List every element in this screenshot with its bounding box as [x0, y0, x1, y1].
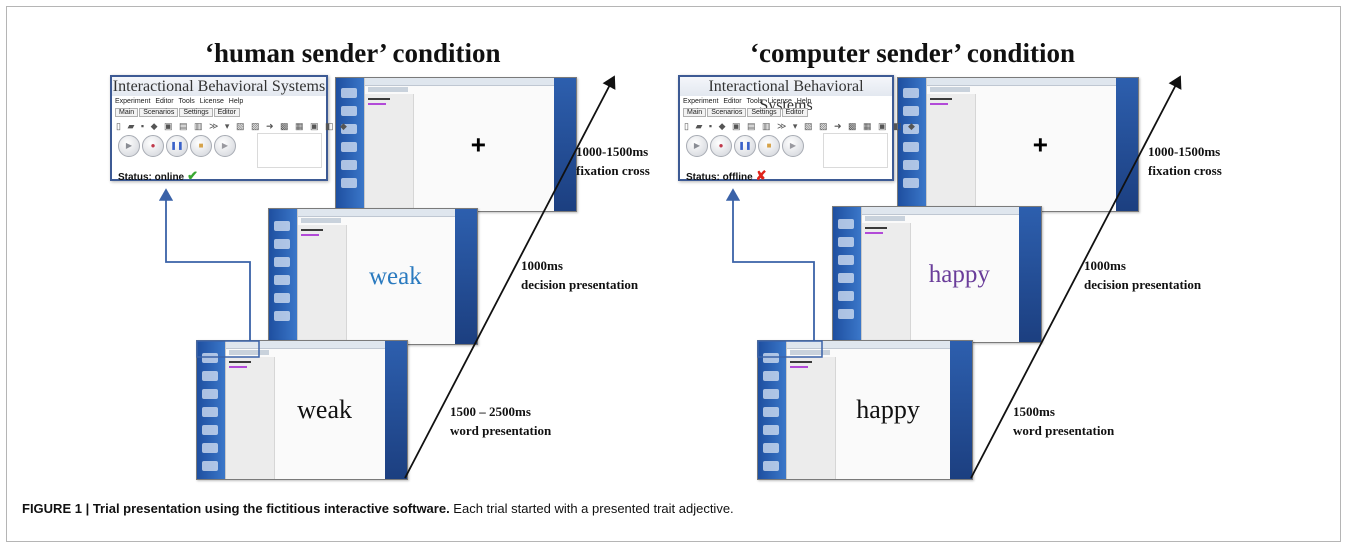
toolbar-icons: ▯ ▰ ▪ ◆ ▣ ▤ ▥ ≫ ▾ ▧ ▨ ➜ ▩ ▦ ▣ ◧ ◆	[684, 121, 917, 131]
tab-main: Main	[115, 108, 139, 117]
pause-icon: ❚❚	[734, 135, 756, 157]
tab-scenarios: Scenarios	[139, 108, 179, 117]
caption-label: FIGURE 1 |	[22, 501, 93, 516]
tab-main: Main	[683, 108, 707, 117]
desktop-strip	[1019, 207, 1041, 342]
stop-icon: ■	[758, 135, 780, 157]
screen-decision: happy	[832, 206, 1042, 343]
caption-title: Trial presentation using the fictitious …	[92, 501, 450, 516]
software-title: Interactional Behavioral Systems	[680, 77, 892, 114]
toolbar-icons: ▯ ▰ ▪ ◆ ▣ ▤ ▥ ≫ ▾ ▧ ▨ ➜ ▩ ▦ ▣ ◧ ◆	[116, 121, 349, 131]
step-icon: ▶	[214, 135, 236, 157]
tab-scenarios: Scenarios	[707, 108, 747, 117]
step-icon: ▶	[782, 135, 804, 157]
panel-computer-sender: ‘computer sender’ condition + happy	[0, 0, 1222, 480]
stop-icon: ■	[190, 135, 212, 157]
pause-icon: ❚❚	[166, 135, 188, 157]
check-icon: ✔	[187, 168, 199, 183]
software-title: Interactional Behavioral Systems	[112, 77, 326, 96]
decision-desc: decision presentation	[1084, 277, 1202, 292]
status-line: Status: offline✘	[686, 168, 767, 184]
panel-title: ‘human sender’ condition	[205, 38, 501, 68]
fixation-desc: fixation cross	[1148, 163, 1222, 178]
desktop-strip	[385, 341, 407, 479]
software-window: Interactional Behavioral Systems Experim…	[678, 75, 915, 184]
record-icon: ●	[142, 135, 164, 157]
tab-editor: Editor	[213, 108, 240, 117]
taskbar	[833, 207, 861, 342]
record-icon: ●	[710, 135, 732, 157]
fixation-cross: +	[1032, 129, 1048, 159]
desktop-strip	[1116, 78, 1138, 211]
figure-caption: FIGURE 1 | Trial presentation using the …	[22, 501, 734, 516]
panel-title: ‘computer sender’ condition	[750, 38, 1075, 68]
experiment-window: +	[926, 78, 1116, 211]
word-duration: 1500ms	[1013, 404, 1055, 419]
stimulus-word: weak	[297, 395, 353, 424]
decision-duration: 1000ms	[1084, 258, 1126, 273]
software-window: Interactional Behavioral Systems Experim…	[110, 75, 347, 184]
stimulus-word: happy	[856, 395, 920, 424]
desktop-strip	[950, 341, 972, 479]
status-line: Status: online✔	[118, 168, 198, 184]
fixation-duration: 1000-1500ms	[1148, 144, 1221, 159]
tab-editor: Editor	[781, 108, 808, 117]
play-icon: ▶	[686, 135, 708, 157]
caption-text: Each trial started with a presented trai…	[449, 501, 734, 516]
taskbar	[336, 78, 364, 211]
figure-frame	[6, 6, 1341, 542]
taskbar	[898, 78, 926, 211]
taskbar	[269, 209, 297, 344]
taskbar	[758, 341, 786, 479]
label-word: 1500ms word presentation	[1013, 402, 1114, 440]
experiment-window: happy	[861, 207, 1019, 342]
play-icon: ▶	[118, 135, 140, 157]
software-menu: Experiment Editor Tools License Help	[115, 98, 244, 105]
decision-word: happy	[928, 260, 990, 288]
status-text: Status: offline	[686, 172, 753, 183]
preview-pane	[257, 133, 322, 168]
preview-pane	[823, 133, 888, 168]
experiment-window: weak	[225, 341, 385, 479]
label-fixation: 1000-1500ms fixation cross	[1148, 142, 1222, 180]
status-text: Status: online	[118, 172, 185, 183]
experiment-window: happy	[786, 341, 950, 479]
cross-mark-icon: ✘	[755, 168, 767, 183]
screen-word: happy	[757, 340, 973, 480]
word-desc: word presentation	[1013, 423, 1115, 438]
tab-settings: Settings	[747, 108, 781, 117]
tab-settings: Settings	[179, 108, 213, 117]
screen-word: weak	[196, 340, 408, 480]
label-decision: 1000ms decision presentation	[1084, 256, 1201, 294]
taskbar	[197, 341, 225, 479]
screen-fixation: +	[897, 77, 1139, 212]
software-menu: Experiment Editor Tools License Help	[683, 98, 812, 105]
